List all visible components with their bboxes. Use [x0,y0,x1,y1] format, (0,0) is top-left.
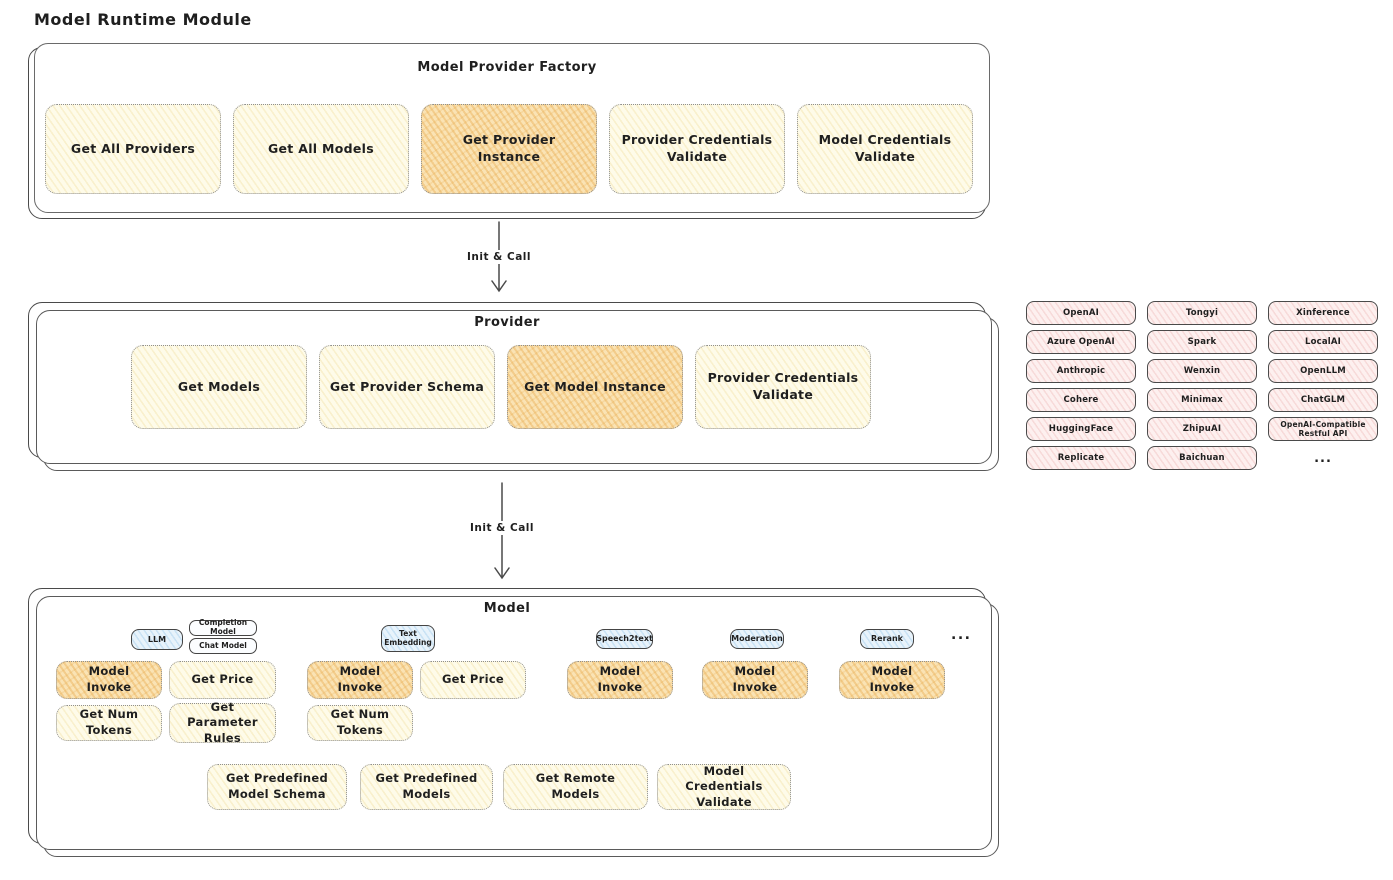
provider-chip-tongyi: Tongyi [1147,301,1257,325]
provider-chip-more: ... [1314,450,1332,466]
provider-chip-localai: LocalAI [1268,330,1378,354]
badge-rerank: Rerank [860,629,914,649]
provider-chip-chatglm: ChatGLM [1268,388,1378,412]
provider-card-title: Provider [474,315,540,330]
node-get-model-instance: Get Model Instance [507,345,683,429]
provider-chip-huggingface: HuggingFace [1026,417,1136,441]
provider-buttons-row: Get Models Get Provider Schema Get Model… [131,345,871,429]
arrow-label-init-call-1: Init & Call [452,250,546,264]
badge-llm: LLM [131,629,183,650]
factory-card-title: Model Provider Factory [417,60,597,75]
badge-moderation: Moderation [730,629,784,649]
provider-chip-openai-compatible: OpenAI-Compatible Restful API [1268,417,1378,441]
provider-chip-minimax: Minimax [1147,388,1257,412]
node-get-all-models: Get All Models [233,104,409,194]
model-card-title: Model [483,601,531,616]
provider-chip-openllm: OpenLLM [1268,359,1378,383]
badge-completion-model: Completion Model [189,619,257,636]
provider-chip-cohere: Cohere [1026,388,1136,412]
provider-chip-xinference: Xinference [1268,301,1378,325]
node-model-credentials-validate-2: Model Credentials Validate [657,764,791,810]
factory-card: Model Provider Factory Get All Providers… [28,47,986,219]
badge-text-embedding: Text Embedding [381,625,435,652]
provider-chip-azure-openai: Azure OpenAI [1026,330,1136,354]
node-speech2text-model-invoke: Model Invoke [567,661,673,699]
node-provider-credentials-validate-2: Provider Credentials Validate [695,345,871,429]
node-llm-model-invoke: Model Invoke [56,661,162,699]
node-get-models: Get Models [131,345,307,429]
node-llm-get-num-tokens: Get Num Tokens [56,705,162,741]
badge-more-dots: ... [951,627,972,643]
arrow-label-init-call-2: Init & Call [455,521,549,535]
provider-chip-baichuan: Baichuan [1147,446,1257,470]
factory-buttons-row: Get All Providers Get All Models Get Pro… [45,104,973,194]
provider-chip-openai: OpenAI [1026,301,1136,325]
provider-chip-anthropic: Anthropic [1026,359,1136,383]
provider-chip-replicate: Replicate [1026,446,1136,470]
node-llm-get-parameter-rules: Get Parameter Rules [169,700,276,745]
node-get-provider-instance: Get Provider Instance [421,104,597,194]
provider-chip-wenxin: Wenxin [1147,359,1257,383]
node-embedding-model-invoke: Model Invoke [307,661,413,699]
node-embedding-get-price: Get Price [420,661,526,699]
node-model-credentials-validate: Model Credentials Validate [797,104,973,194]
node-moderation-model-invoke: Model Invoke [702,661,808,699]
model-card: Model LLM Completion Model Chat Model Te… [28,588,986,844]
node-get-all-providers: Get All Providers [45,104,221,194]
node-get-predefined-model-schema: Get Predefined Model Schema [207,764,347,810]
provider-chip-zhipuai: ZhipuAI [1147,417,1257,441]
node-get-remote-models: Get Remote Models [503,764,648,810]
node-provider-credentials-validate: Provider Credentials Validate [609,104,785,194]
provider-card: Provider Get Models Get Provider Schema … [28,302,986,458]
node-get-provider-schema: Get Provider Schema [319,345,495,429]
node-embedding-get-num-tokens: Get Num Tokens [307,705,413,741]
badge-speech2text: Speech2text [596,629,653,649]
provider-chip-spark: Spark [1147,330,1257,354]
badge-chat-model: Chat Model [189,638,257,654]
node-rerank-model-invoke: Model Invoke [839,661,945,699]
node-get-predefined-models: Get Predefined Models [360,764,493,810]
page-title: Model Runtime Module [34,10,252,29]
node-llm-get-price: Get Price [169,661,276,699]
provider-list: OpenAI Tongyi Xinference Azure OpenAI Sp… [1026,301,1378,470]
